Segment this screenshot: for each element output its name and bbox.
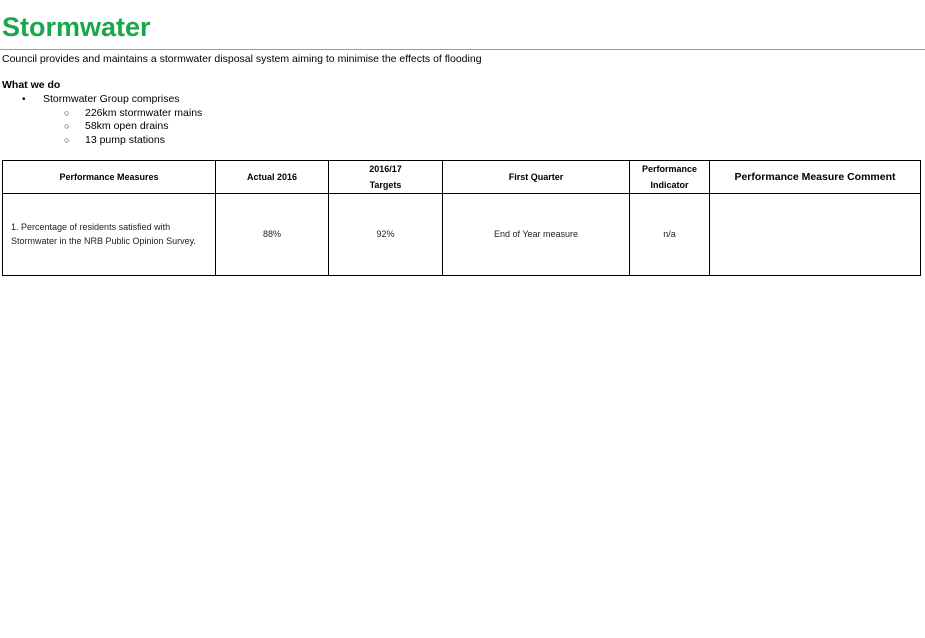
column-header-targets-line1: 2016/17 [369, 164, 402, 174]
section-heading: What we do [2, 79, 61, 91]
sub-list-item-label: 58km open drains [85, 120, 169, 132]
sub-list-item-label: 13 pump stations [85, 133, 165, 146]
circle-bullet-icon: ○ [64, 107, 70, 118]
what-we-do-list: • Stormwater Group comprises ○ 226km sto… [22, 93, 202, 147]
page-title: Stormwater [2, 12, 151, 42]
column-header-indicator-line2: Indicator [650, 180, 689, 190]
sub-list-item: ○ 13 pump stations [64, 134, 202, 148]
table-row: 1. Percentage of residents satisfied wit… [2, 193, 921, 276]
performance-measures-table: Performance Measures Actual 2016 2016/17… [2, 160, 921, 276]
bullet-icon: • [22, 94, 26, 105]
title-underline [0, 49, 925, 50]
column-header-first-quarter: First Quarter [442, 160, 630, 194]
cell-actual: 88% [215, 193, 329, 276]
cell-first-quarter: End of Year measure [442, 193, 630, 276]
cell-target: 92% [328, 193, 443, 276]
circle-bullet-icon: ○ [64, 134, 70, 145]
sub-list: ○ 226km stormwater mains ○ 58km open dra… [43, 107, 202, 148]
intro-text: Council provides and maintains a stormwa… [2, 53, 482, 65]
list-item: • Stormwater Group comprises ○ 226km sto… [22, 93, 202, 147]
sub-list-item: ○ 226km stormwater mains [64, 107, 202, 121]
sub-list-item-label: 226km stormwater mains [85, 106, 203, 119]
table-header-row: Performance Measures Actual 2016 2016/17… [2, 160, 921, 194]
cell-measure: 1. Percentage of residents satisfied wit… [2, 193, 216, 276]
sub-list-item: ○ 58km open drains [64, 120, 202, 134]
cell-indicator: n/a [629, 193, 710, 276]
column-header-measures: Performance Measures [2, 160, 216, 194]
column-header-targets-line2: Targets [369, 180, 402, 190]
cell-comment [709, 193, 921, 276]
column-header-comment: Performance Measure Comment [709, 160, 921, 194]
column-header-indicator-line1: Performance [641, 164, 698, 174]
column-header-targets: 2016/17 Targets [328, 160, 443, 194]
circle-bullet-icon: ○ [64, 121, 70, 131]
list-item-label: Stormwater Group comprises [43, 93, 180, 105]
column-header-indicator: Performance Indicator [629, 160, 710, 194]
column-header-actual: Actual 2016 [215, 160, 329, 194]
